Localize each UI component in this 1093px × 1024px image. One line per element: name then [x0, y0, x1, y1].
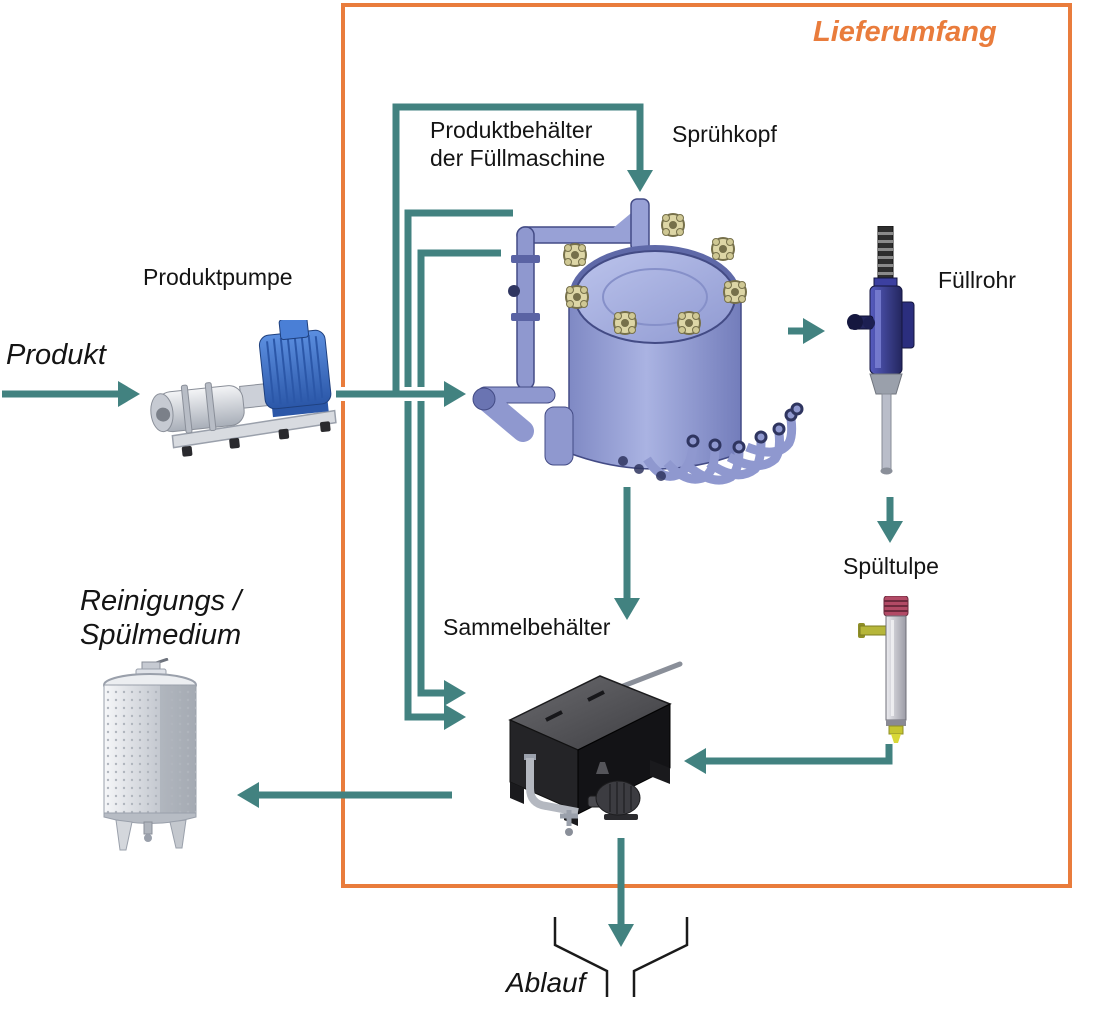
pump-baseplate — [171, 409, 337, 449]
arm-knob — [863, 317, 875, 329]
product-tank-label-line1: Produktbehälter — [430, 117, 593, 143]
product-tank-image — [472, 198, 804, 485]
tank-center-pipe — [630, 198, 650, 252]
shell-ports — [618, 456, 666, 481]
arrowhead — [118, 381, 140, 407]
product-pump-label: Produktpumpe — [143, 264, 293, 290]
collection-tank-label: Sammelbehälter — [443, 614, 611, 640]
arrowhead — [237, 782, 259, 808]
level-rod — [615, 661, 683, 691]
pump-base — [604, 814, 638, 820]
rinse-tulip-label: Spültulpe — [843, 553, 939, 579]
nozzle-tip — [891, 734, 901, 743]
tank-left-pipe — [516, 226, 535, 390]
tulip-collar — [886, 720, 906, 726]
drain-funnel-right — [632, 917, 689, 997]
motor-foot — [271, 401, 329, 418]
pump-port — [156, 407, 171, 422]
pump-feet — [181, 421, 331, 457]
tank-leg — [169, 819, 187, 849]
filling-tube-image — [847, 226, 915, 475]
product-label: Produkt — [6, 339, 106, 371]
pipe-flange — [524, 754, 536, 760]
collector-valve — [560, 810, 578, 826]
cap-ribs — [884, 600, 908, 612]
tube-cone — [869, 373, 903, 395]
cleaning-medium-tank-image — [103, 658, 197, 851]
dimple-texture — [104, 685, 196, 817]
collector-pipe — [526, 758, 579, 816]
pipe-flange — [511, 255, 540, 263]
scope-title: Lieferumfang — [813, 16, 997, 48]
fitting-endcap — [472, 387, 496, 411]
tube-collar — [873, 277, 898, 287]
tube-body — [869, 285, 903, 375]
drain-label: Ablauf — [506, 967, 586, 998]
pump-barb — [596, 762, 609, 774]
tank-lid-inner — [602, 268, 708, 326]
arrowhead — [608, 924, 634, 947]
product-tank-label: Produktbehälter der Füllmaschine — [430, 116, 605, 172]
cleaning-medium-label: Reinigungs / Spülmedium — [80, 584, 241, 652]
tube-needle — [881, 393, 892, 471]
manifold-rings — [686, 402, 804, 454]
collection-tank-image — [508, 661, 683, 836]
tube-highlight — [875, 290, 881, 368]
motor-fins — [266, 334, 324, 405]
valve-stem — [565, 828, 573, 836]
lid-handle — [545, 710, 563, 722]
motor-terminal-box — [278, 320, 310, 341]
pump-clamp — [204, 382, 217, 432]
pump-clamp — [180, 384, 193, 434]
tulip-body — [885, 615, 907, 721]
rinse-tulip-image — [858, 596, 909, 743]
pump-fins — [609, 782, 632, 814]
tulip-side-connector — [859, 625, 887, 636]
bottom-manifold-tubes — [643, 418, 797, 485]
rod-stripes — [878, 232, 893, 275]
filling-tube-label: Füllrohr — [938, 267, 1016, 293]
tank-canister — [544, 406, 574, 466]
lieferumfang-boundary — [341, 3, 1072, 888]
cleaning-medium-label-line1: Reinigungs / — [80, 585, 242, 617]
pipe-flange — [511, 313, 540, 321]
arm-knob — [847, 314, 863, 330]
body-highlight — [891, 620, 894, 716]
needle-tip — [880, 467, 893, 475]
product-tank-label-line2: der Füllmaschine — [430, 145, 606, 171]
lid-handwheels — [563, 213, 747, 335]
pipe-gauge — [508, 285, 520, 297]
tulip-nozzle — [888, 725, 904, 735]
tank-leg — [115, 819, 133, 851]
drain-valve — [143, 821, 153, 835]
product-pump-image — [150, 320, 337, 457]
spray-head-label: Sprühkopf — [672, 121, 777, 147]
tank-lid — [574, 250, 736, 344]
valve-handle — [144, 834, 152, 842]
lid-handle — [587, 690, 605, 702]
cleaning-medium-label-line2: Spülmedium — [80, 619, 242, 651]
